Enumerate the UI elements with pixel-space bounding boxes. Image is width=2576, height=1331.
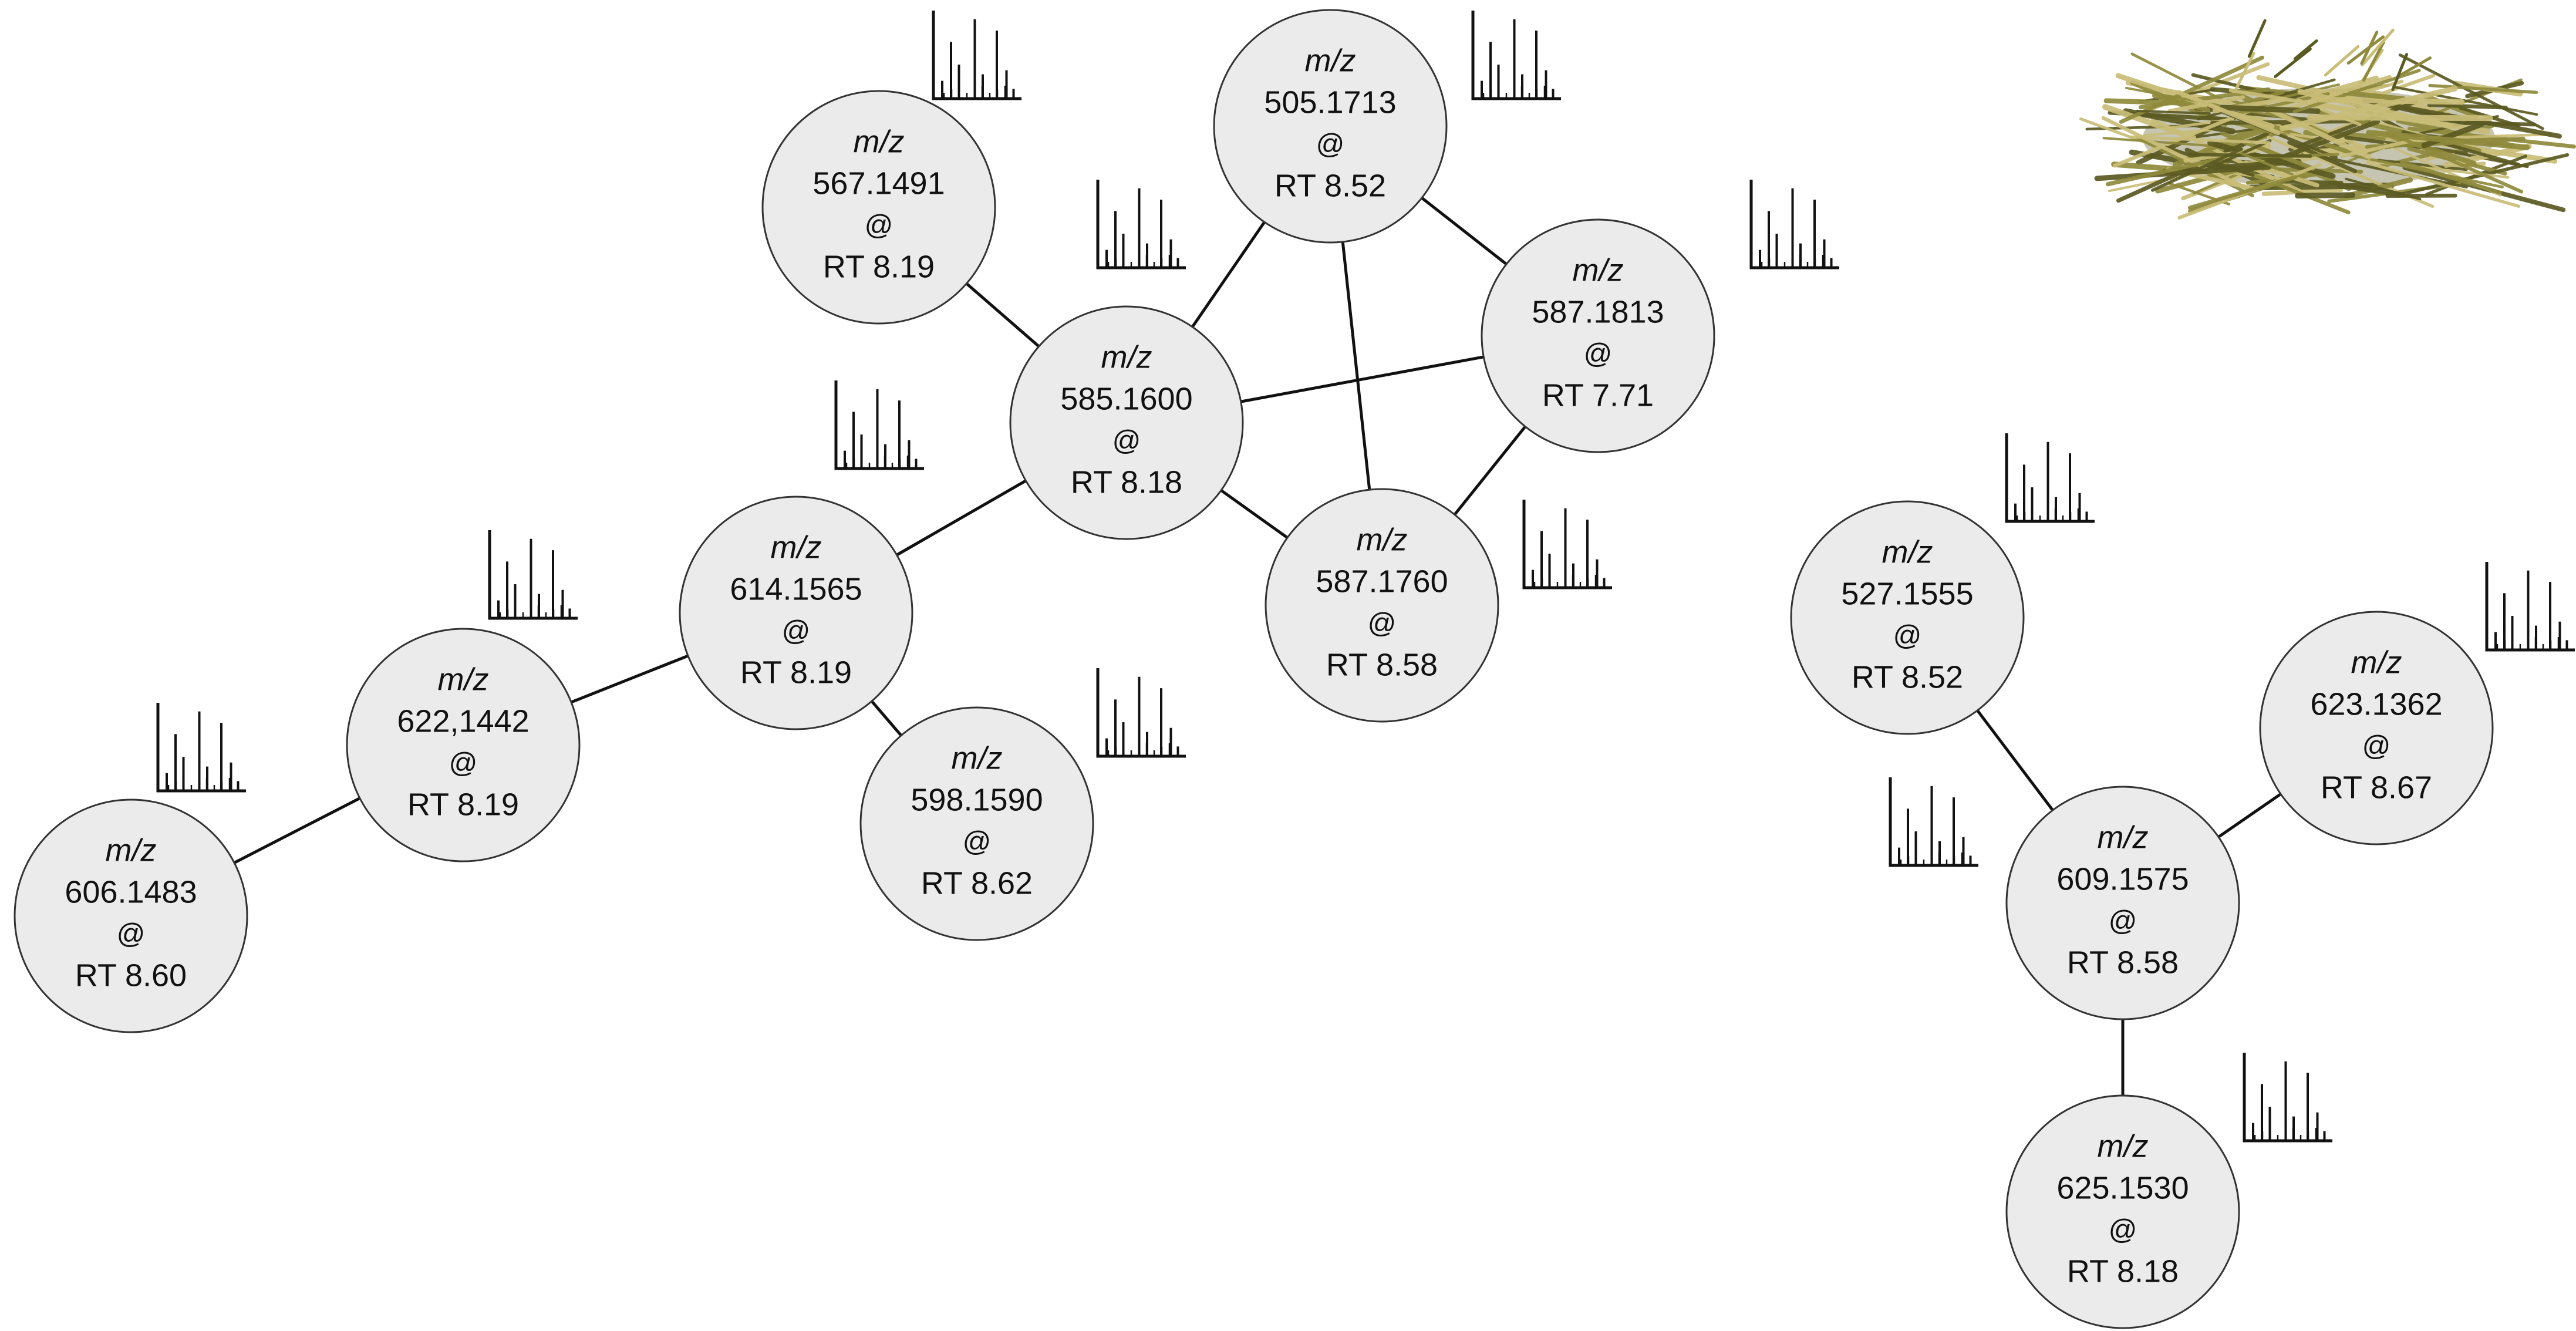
node-mz-label: m/z: [771, 530, 822, 565]
ms-spectrum-icon: [932, 11, 1021, 100]
node-mz-label: m/z: [1305, 43, 1356, 78]
ms-spectrum-icon: [2243, 1053, 2332, 1143]
node-mz-value: 614.1565: [730, 571, 862, 606]
node-mz-value: 585.1600: [1060, 381, 1192, 416]
network-node: m/z 609.1575 @ RT 8.58: [2005, 786, 2240, 1020]
node-circle: [2005, 786, 2240, 1020]
node-mz-label: m/z: [2098, 820, 2149, 855]
node-circle: [2005, 1094, 2240, 1329]
node-retention-time: RT 8.19: [740, 655, 852, 690]
node-circle: [761, 90, 996, 325]
ms-spectrum-icon: [1471, 11, 1561, 100]
node-mz-value: 623.1362: [2310, 686, 2442, 722]
node-mz-label: m/z: [952, 740, 1003, 776]
node-mz-label: m/z: [438, 662, 489, 697]
node-circle: [679, 496, 913, 730]
node-mz-label: m/z: [106, 833, 157, 868]
node-retention-time: RT 8.18: [2067, 1254, 2179, 1289]
node-mz-label: m/z: [2098, 1128, 2149, 1164]
node-retention-time: RT 7.71: [1542, 378, 1654, 413]
node-retention-time: RT 8.19: [823, 249, 935, 284]
node-at-symbol: @: [2109, 1215, 2137, 1246]
node-mz-value: 598.1590: [911, 782, 1043, 817]
node-mz-value: 622,1442: [397, 703, 529, 739]
node-at-symbol: @: [1368, 608, 1397, 639]
node-mz-value: 606.1483: [65, 874, 197, 909]
node-at-symbol: @: [2362, 731, 2391, 762]
node-at-symbol: @: [1316, 129, 1345, 160]
ms-spectrum-icon: [2485, 562, 2575, 652]
node-mz-value: 609.1575: [2056, 861, 2189, 897]
node-mz-value: 625.1530: [2056, 1170, 2189, 1205]
node-circle: [1213, 9, 1448, 244]
ms-spectrum-icon: [1749, 180, 1839, 269]
node-circle: [1009, 305, 1244, 540]
node-mz-label: m/z: [1882, 534, 1933, 570]
node-circle: [859, 706, 1094, 941]
network-node: m/z 505.1713 @ RT 8.52: [1213, 9, 1448, 244]
node-at-symbol: @: [2109, 906, 2137, 937]
node-circle: [1265, 488, 1499, 723]
node-mz-label: m/z: [1357, 522, 1408, 557]
node-mz-value: 587.1760: [1316, 564, 1448, 599]
node-mz-value: 567.1491: [812, 166, 945, 201]
node-retention-time: RT 8.52: [1274, 168, 1386, 203]
ms-spectrum-icon: [1096, 668, 1186, 758]
node-retention-time: RT 8.60: [75, 958, 187, 993]
node-at-symbol: @: [1112, 426, 1141, 457]
node-mz-value: 587.1813: [1532, 294, 1664, 329]
node-mz-label: m/z: [854, 124, 905, 159]
ms-spectrum-icon: [834, 380, 924, 470]
network-node: m/z 623.1362 @ RT 8.67: [2259, 611, 2494, 845]
network-node: m/z 585.1600 @ RT 8.18: [1009, 305, 1244, 540]
node-at-symbol: @: [963, 827, 992, 858]
node-mz-value: 505.1713: [1264, 85, 1396, 120]
node-retention-time: RT 8.58: [2067, 945, 2179, 980]
network-node: m/z 598.1590 @ RT 8.62: [859, 706, 1094, 941]
node-retention-time: RT 8.52: [1852, 659, 1963, 695]
network-node: m/z 567.1491 @ RT 8.19: [761, 90, 996, 325]
network-node: m/z 587.1760 @ RT 8.58: [1265, 488, 1499, 723]
node-at-symbol: @: [449, 748, 478, 779]
node-at-symbol: @: [782, 616, 811, 647]
node-retention-time: RT 8.67: [2321, 770, 2432, 805]
node-circle: [2259, 611, 2494, 845]
node-circle: [1481, 218, 1715, 453]
ms-spectrum-icon: [1522, 500, 1612, 589]
ms-spectrum-icon: [2005, 433, 2095, 523]
node-at-symbol: @: [1584, 339, 1613, 370]
ms-spectrum-icon: [488, 530, 578, 620]
network-node: m/z 527.1555 @ RT 8.52: [1790, 500, 2025, 735]
node-mz-label: m/z: [1573, 252, 1624, 288]
node-retention-time: RT 8.18: [1071, 464, 1182, 500]
ms-spectrum-icon: [156, 703, 246, 793]
node-retention-time: RT 8.58: [1326, 647, 1438, 682]
ms-spectrum-icon: [1096, 180, 1186, 269]
node-mz-label: m/z: [2351, 645, 2402, 680]
network-node: m/z 587.1813 @ RT 7.71: [1481, 218, 1715, 453]
network-node: m/z 622,1442 @ RT 8.19: [346, 628, 581, 862]
dried-herb-image: [2079, 19, 2576, 220]
node-retention-time: RT 8.19: [407, 787, 519, 822]
ms-spectrum-icon: [1889, 777, 1978, 867]
node-mz-label: m/z: [1101, 339, 1152, 375]
node-circle: [1790, 500, 2025, 735]
spectrum-icons: [156, 11, 2575, 1143]
node-mz-value: 527.1555: [1841, 576, 1973, 611]
node-at-symbol: @: [865, 210, 893, 241]
network-node: m/z 606.1483 @ RT 8.60: [14, 798, 248, 1033]
network-node: m/z 614.1565 @ RT 8.19: [679, 496, 913, 730]
node-at-symbol: @: [117, 919, 146, 950]
node-retention-time: RT 8.62: [921, 865, 1033, 901]
network-node: m/z 625.1530 @ RT 8.18: [2005, 1094, 2240, 1329]
node-at-symbol: @: [1893, 621, 1922, 652]
node-circle: [346, 628, 581, 862]
node-circle: [14, 798, 248, 1033]
